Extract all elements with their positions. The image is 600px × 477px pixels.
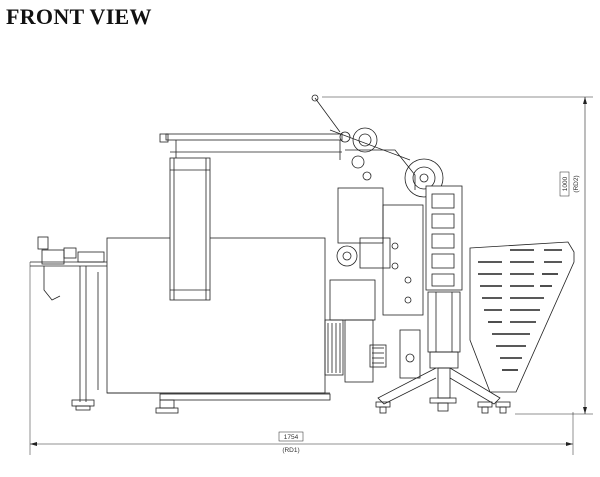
forming-tube xyxy=(169,157,211,301)
overall-width-value: 1754 xyxy=(284,434,299,441)
height-ref: (RD2) xyxy=(573,175,580,192)
top-film-rail xyxy=(159,131,351,160)
sealing-column xyxy=(425,185,463,369)
height-value: 1000 xyxy=(562,176,569,191)
central-mechanism xyxy=(324,187,424,383)
overall-width-dimension: 1754 (RD1) xyxy=(29,262,574,455)
main-cabinet xyxy=(106,237,331,414)
left-conveyor-support xyxy=(30,236,108,411)
tripod-base xyxy=(375,367,511,414)
view-title: FRONT VIEW xyxy=(6,4,152,29)
overall-width-ref: (RD1) xyxy=(282,447,299,454)
roller-lever-assembly xyxy=(311,94,444,198)
height-dimension: 1000 (RD2) xyxy=(322,96,593,415)
discharge-chute xyxy=(469,241,575,393)
